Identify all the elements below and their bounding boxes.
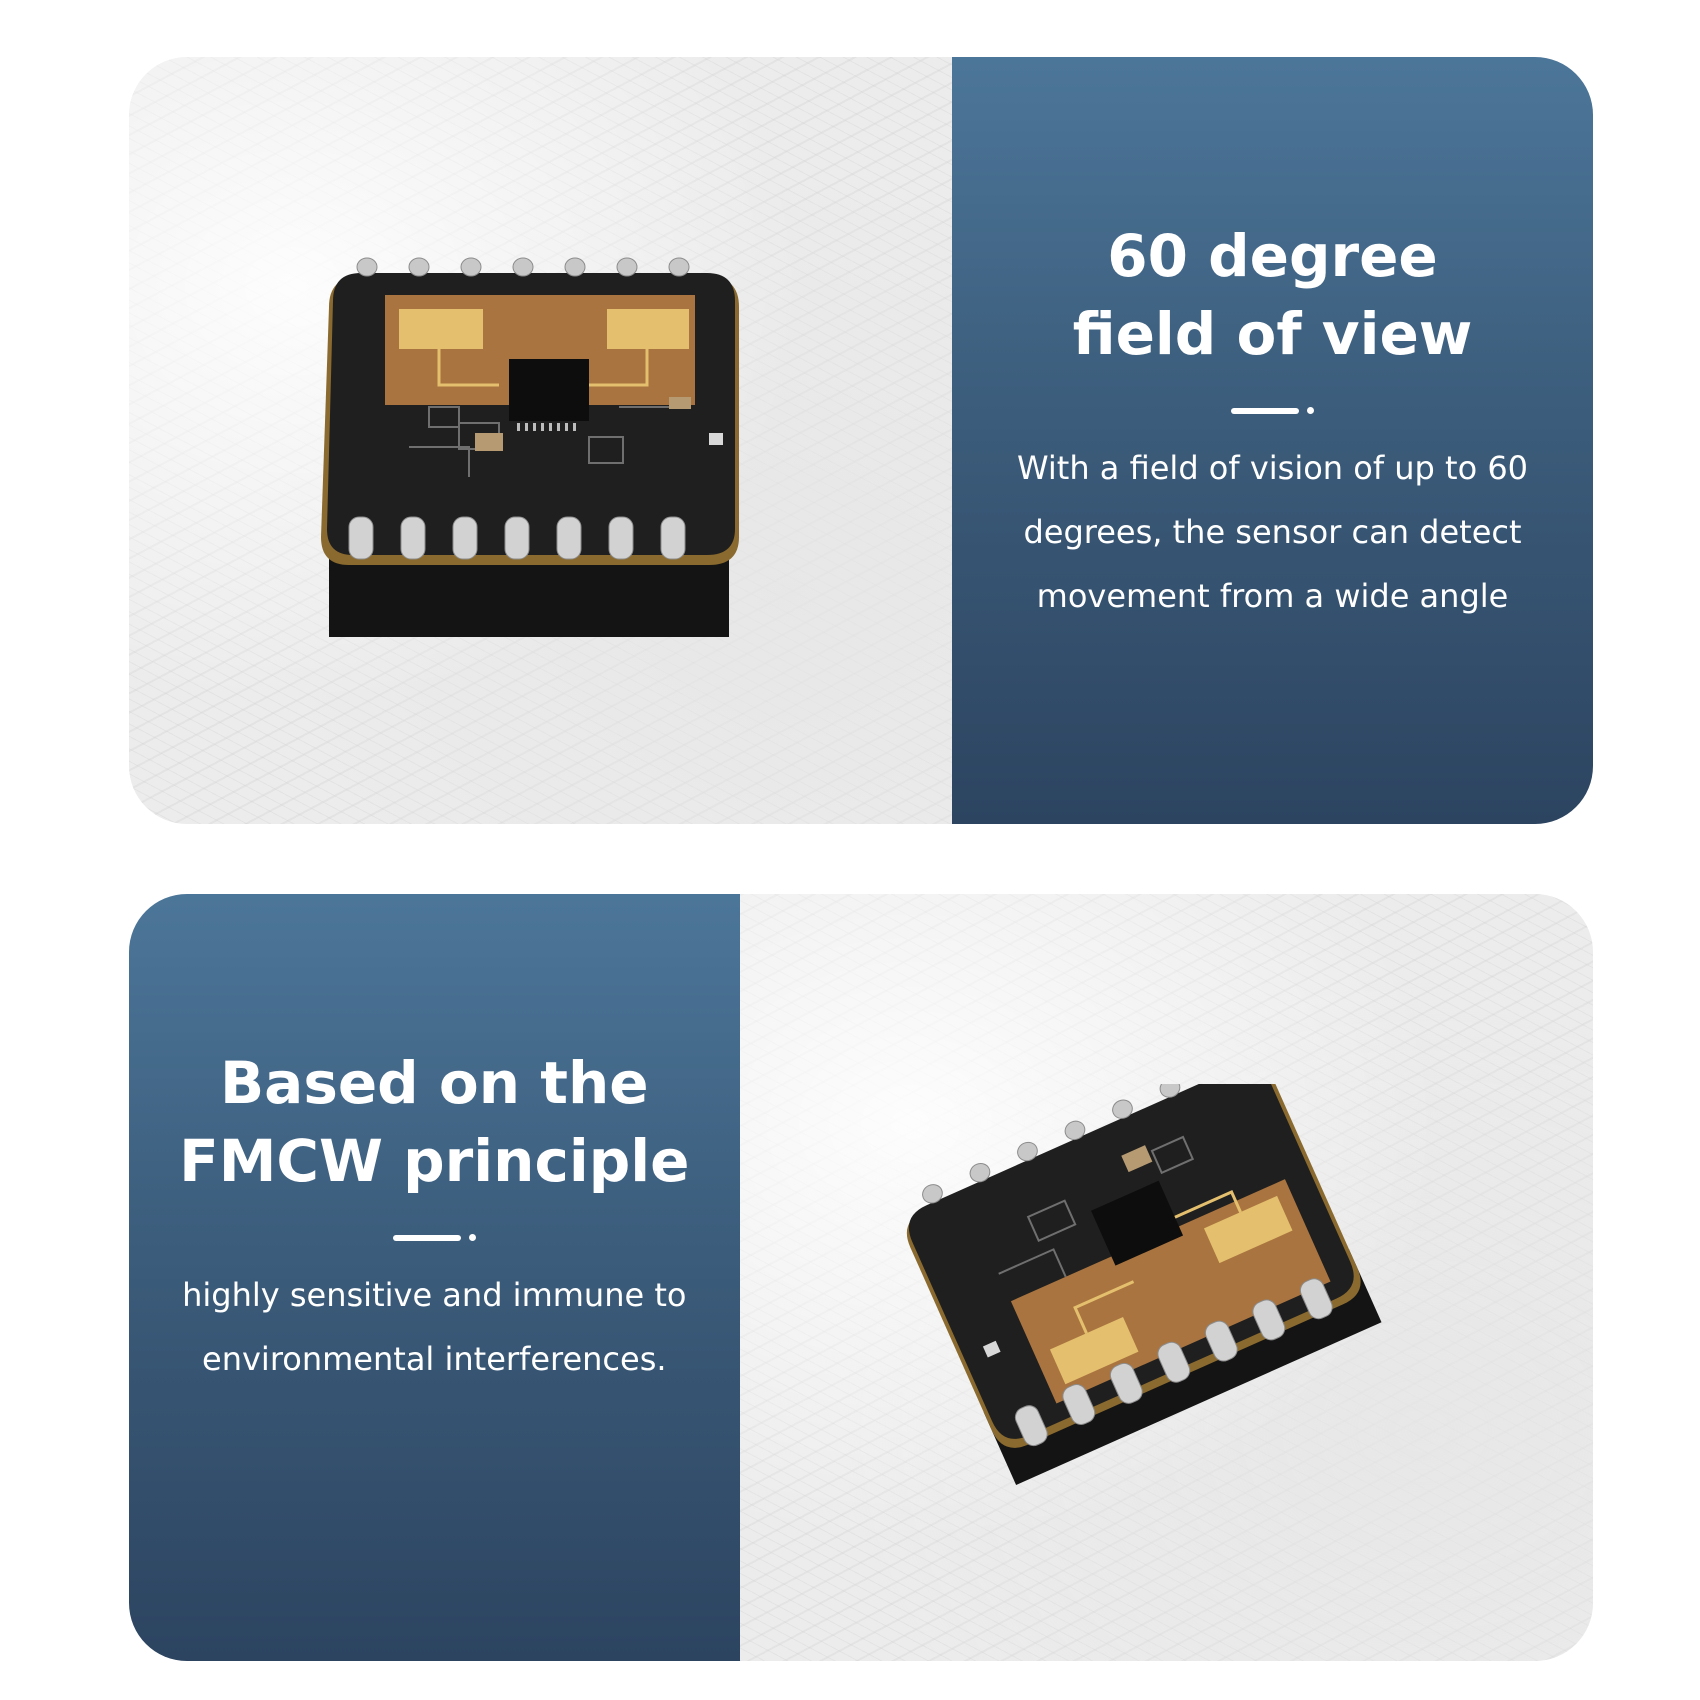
divider-dot: [468, 1234, 476, 1241]
feature-text-panel: 60 degree field of view With a field of …: [952, 57, 1593, 824]
feature-text-panel: Based on the FMCW principle highly sensi…: [129, 894, 740, 1661]
feature-title: 60 degree field of view: [1072, 222, 1473, 368]
feature-card-field-of-view: 60 degree field of view With a field of …: [129, 57, 1593, 824]
divider-bar: [392, 1234, 461, 1241]
title-divider: [1231, 407, 1314, 414]
radar-sensor-module-image: [906, 1084, 1382, 1485]
radar-sensor-module-image: [321, 257, 739, 637]
feature-card-fmcw: Based on the FMCW principle highly sensi…: [129, 894, 1593, 1661]
sensor-photo-top: [129, 57, 952, 824]
sensor-photo-bottom: [739, 894, 1593, 1661]
feature-description: With a field of vision of up to 60 degre…: [1016, 449, 1529, 615]
feature-title: Based on the FMCW principle: [179, 1049, 690, 1195]
feature-description: highly sensitive and immune to environme…: [182, 1276, 687, 1378]
divider-dot: [1307, 407, 1314, 414]
title-divider: [392, 1234, 476, 1241]
divider-bar: [1231, 407, 1299, 414]
